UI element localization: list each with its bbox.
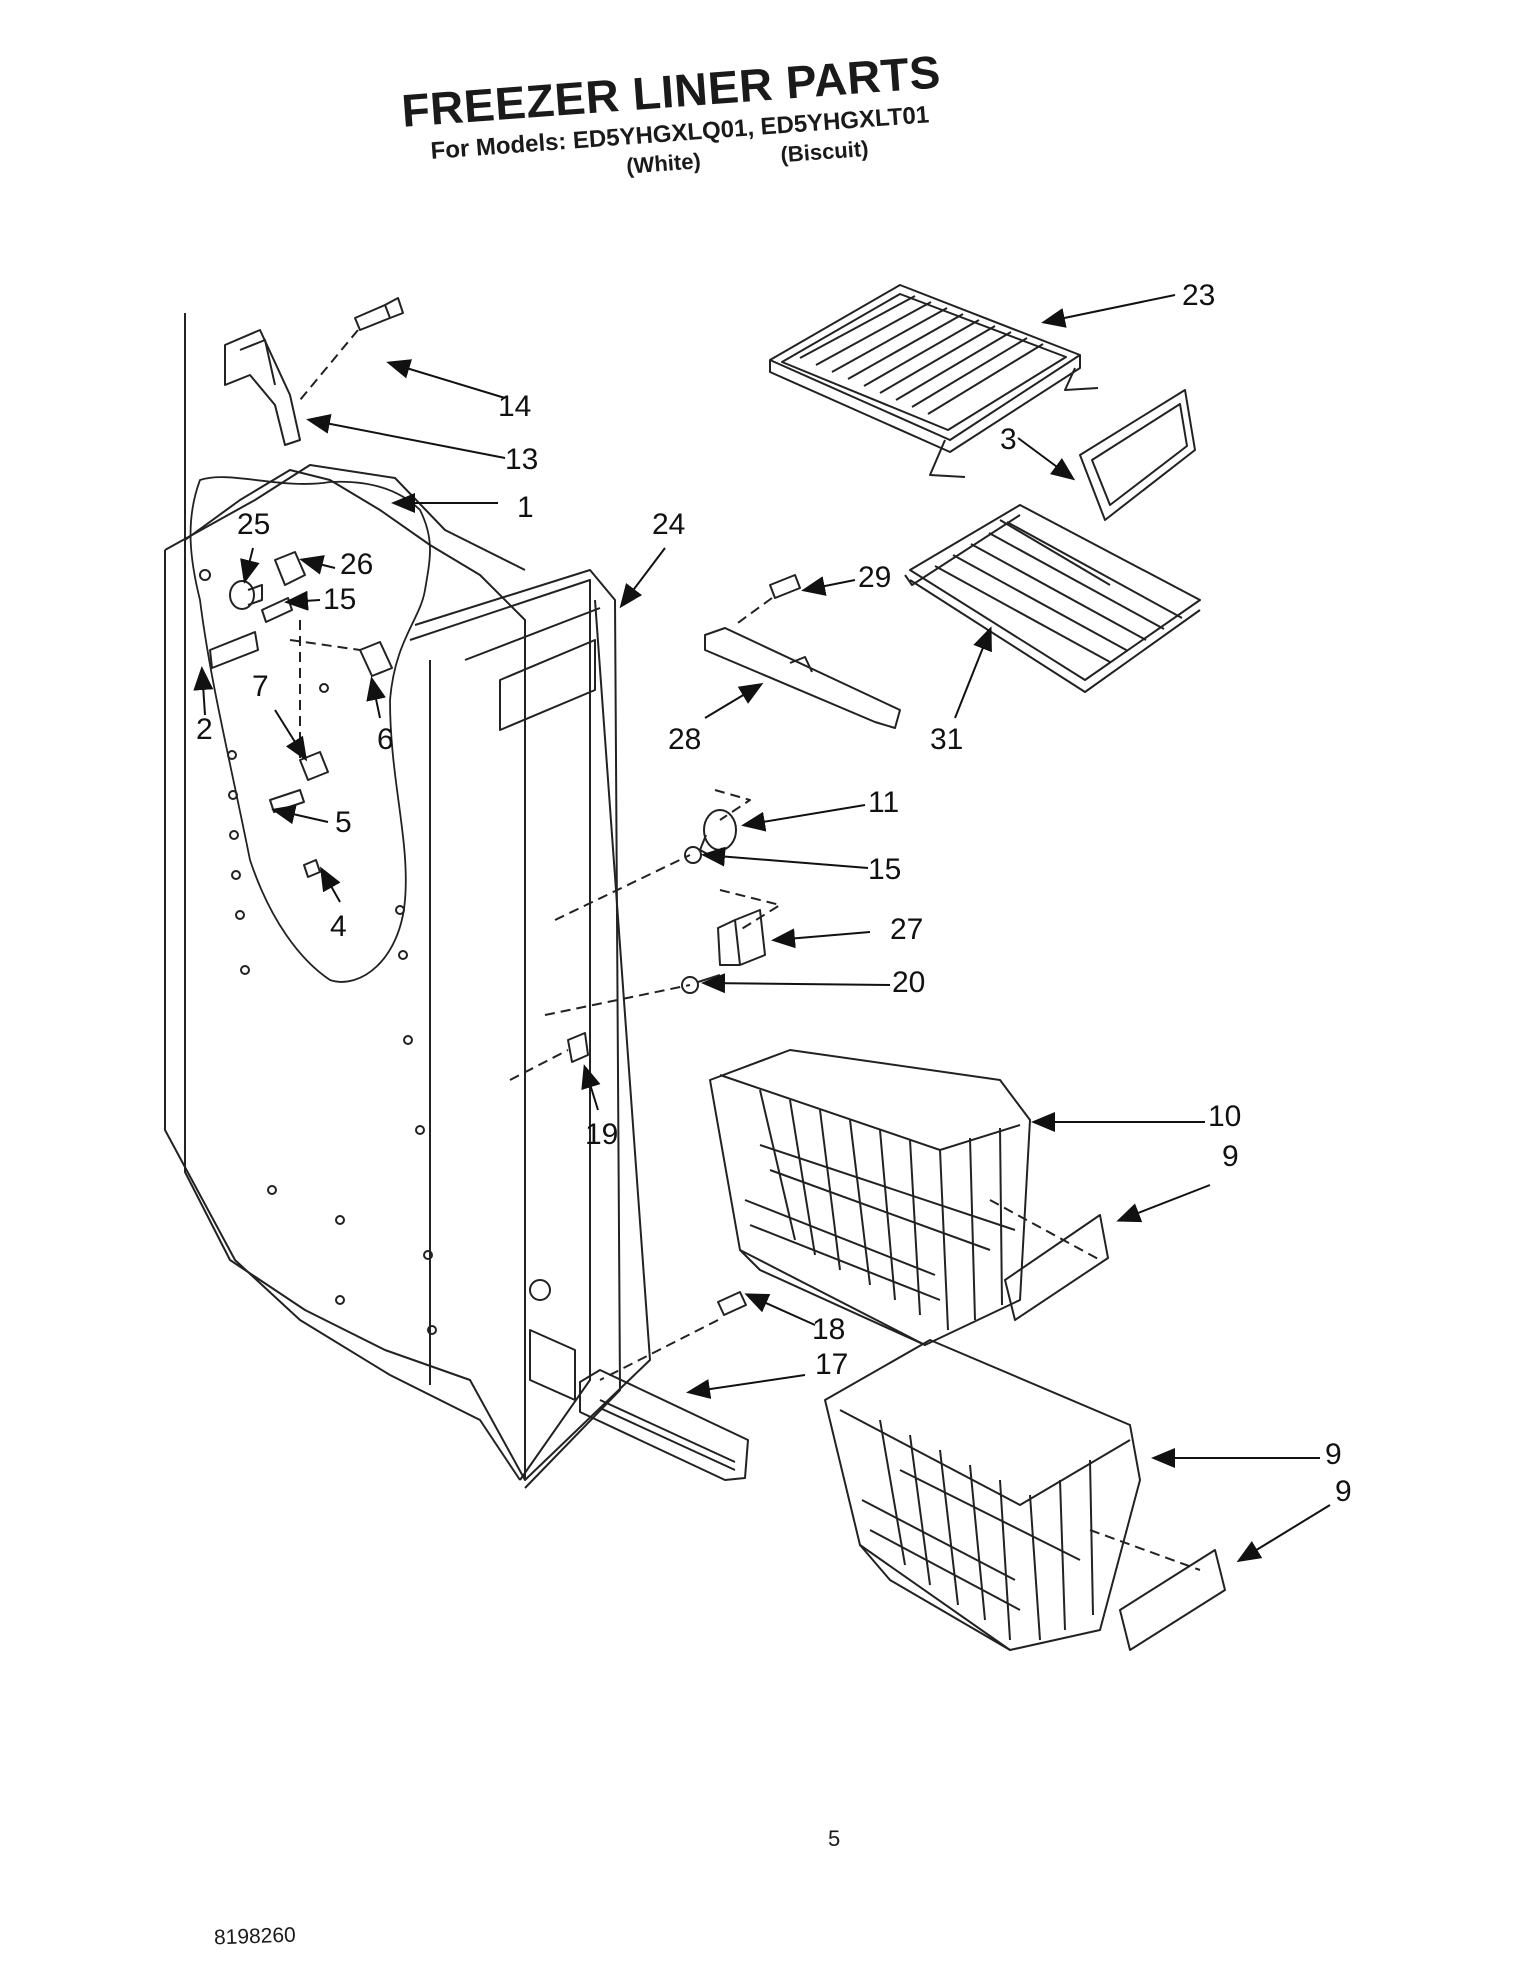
leader-31: [954, 626, 992, 719]
cam-part-27: [544, 889, 781, 1016]
callout-20: 20: [892, 966, 926, 999]
callout-26: 26: [340, 548, 374, 581]
cam-part-13: [554, 789, 751, 921]
callout-29: 29: [858, 561, 892, 594]
callout-1: 1: [517, 491, 534, 524]
rail-part-28: [704, 627, 901, 729]
callout-17: 17: [815, 1348, 849, 1381]
screw-part-18: [599, 1291, 747, 1381]
basket-divider-part-9-lower: [1119, 1549, 1226, 1651]
callout-19: 19: [585, 1118, 619, 1151]
leader-9-upper: [1116, 1184, 1211, 1223]
document-number: 8198260: [213, 1923, 297, 1950]
leader-23: [1041, 294, 1176, 328]
leader-2: [193, 666, 214, 716]
callout-23: 23: [1182, 279, 1216, 312]
callout-28: 28: [668, 723, 702, 756]
shelf-trim-part-3: [1079, 389, 1196, 521]
callout-15-top: 14: [498, 390, 532, 423]
leader-17: [686, 1374, 806, 1399]
callout-13: 11: [868, 786, 900, 819]
leader-24: [619, 547, 666, 609]
callout-31: 31: [930, 723, 964, 756]
leader-7: [274, 709, 308, 762]
callout-2: 2: [196, 713, 213, 746]
leader-14: [306, 414, 506, 459]
leader-26: [299, 555, 336, 575]
callout-16: 15: [868, 853, 902, 886]
clip-part-19: [509, 1032, 589, 1081]
shelf-part-23: [769, 284, 1099, 478]
leader-15-mid: [284, 590, 321, 611]
leader-27: [771, 928, 871, 949]
callout-9-upper: 9: [1222, 1140, 1239, 1173]
leader-4: [320, 866, 341, 903]
freezer-liner: [164, 313, 651, 1489]
callout-9-lower: 9: [1335, 1475, 1352, 1508]
screw-part-16: [684, 846, 702, 864]
callout-15-mid: 15: [323, 583, 357, 616]
grille-part-17: [579, 1369, 749, 1481]
leader-13: [741, 804, 866, 832]
leader-19: [581, 1064, 601, 1111]
leader-29: [801, 576, 856, 596]
callout-10: 10: [1208, 1100, 1242, 1133]
wire-shelf-part-31: [904, 504, 1201, 693]
callout-6: 6: [377, 723, 394, 756]
leader-5: [271, 804, 329, 825]
leader-28: [704, 682, 764, 719]
callout-18: 18: [812, 1313, 846, 1346]
basket-part-10: [709, 1049, 1101, 1346]
leader-25: [240, 547, 260, 584]
callout-3: 3: [1000, 423, 1017, 456]
leader-20: [701, 973, 891, 994]
callout-25: 25: [237, 508, 271, 541]
basket-part-11: [824, 1339, 1201, 1651]
leader-15-top: [386, 359, 506, 399]
light-assembly: [209, 551, 393, 878]
callout-5: 5: [335, 806, 352, 839]
leader-6: [366, 676, 386, 719]
callout-27: 27: [890, 913, 924, 946]
leader-18: [744, 1293, 816, 1326]
basket-divider-part-9-upper: [1004, 1214, 1109, 1321]
bracket-part-14: [224, 329, 301, 446]
callout-11: 9: [1325, 1438, 1342, 1471]
callout-24: 24: [652, 508, 686, 541]
leader-9-lower: [1236, 1504, 1331, 1563]
callout-7: 7: [252, 670, 269, 703]
screw-part-15-top: [299, 297, 404, 401]
page-number: 5: [828, 1826, 841, 1851]
screw-part-29: [734, 574, 801, 626]
callout-4: 4: [330, 910, 347, 943]
leader-3: [1017, 437, 1076, 481]
callout-14: 13: [505, 443, 539, 476]
leader-16: [701, 846, 869, 869]
